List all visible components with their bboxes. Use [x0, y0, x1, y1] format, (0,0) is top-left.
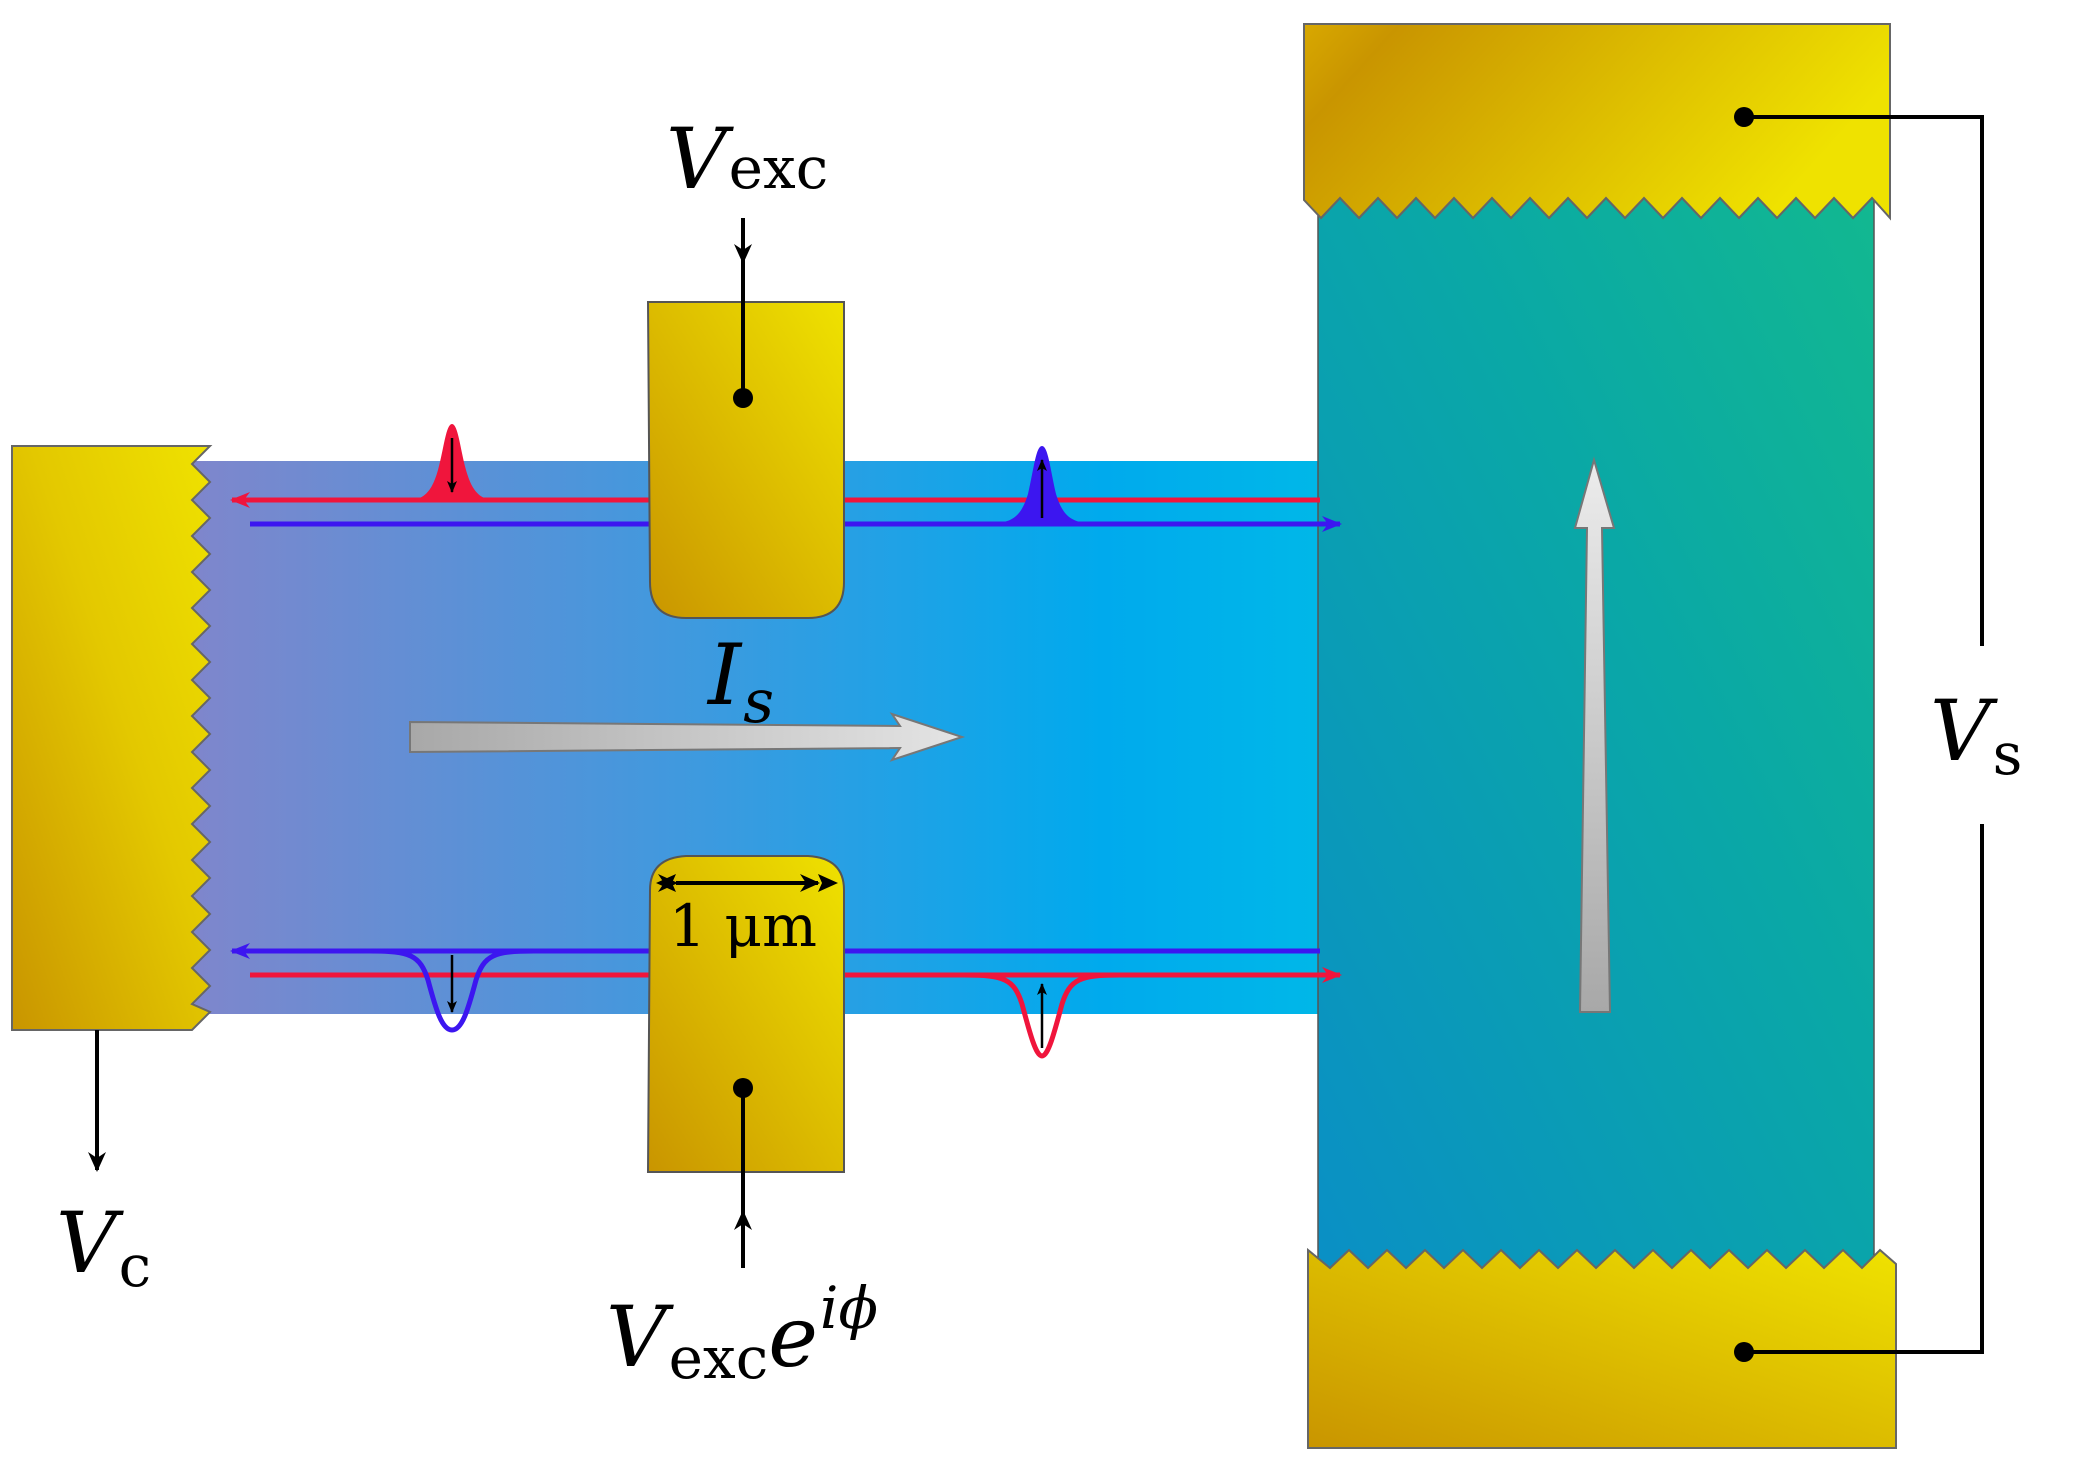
label-v-exc-top: Vexc — [666, 110, 828, 208]
scale-bar-right-head — [818, 874, 838, 892]
hall-arrow — [1573, 456, 1616, 1013]
terminal-gate-top — [733, 388, 753, 408]
wave-packet-bottom-red — [963, 972, 1121, 1059]
wire-vs-top — [1744, 115, 1984, 646]
scale-bar-label: 1 μm — [669, 892, 817, 960]
label-i-s: Is — [706, 626, 774, 737]
scale-bar-left-head — [656, 874, 676, 892]
terminal-gate-bottom — [733, 1078, 753, 1098]
contact-bottom-right — [1307, 1247, 1897, 1449]
current-arrow — [409, 712, 966, 762]
label-v-c: Vc — [56, 1194, 151, 1300]
gate-top — [646, 301, 845, 619]
wire-vs-bottom — [1744, 824, 1984, 1354]
label-v-exc-bottom: Vexceiϕ — [606, 1274, 878, 1392]
contact-left — [11, 445, 213, 1031]
contact-top-right — [1303, 23, 1891, 221]
wave-packet-bottom-blue — [369, 948, 535, 1033]
gate-bottom — [646, 855, 845, 1173]
label-v-s: Vs — [1930, 682, 2022, 788]
